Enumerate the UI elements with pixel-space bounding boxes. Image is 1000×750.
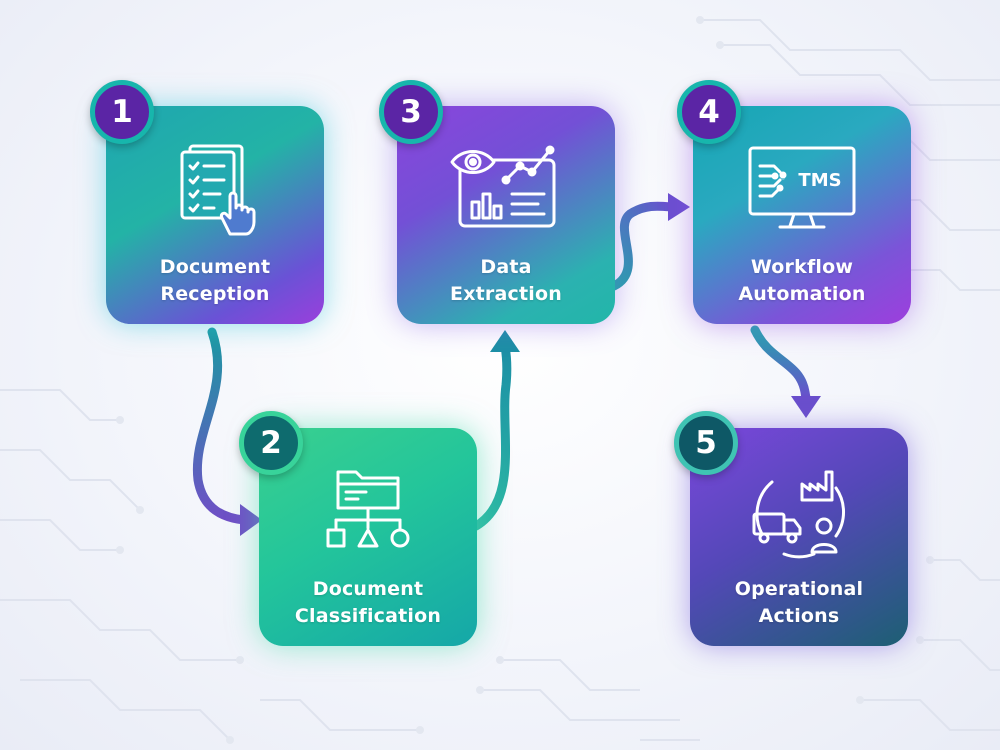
- step-5-title-line2: Actions: [758, 605, 840, 627]
- step-2-title-line1: Document: [312, 578, 424, 600]
- step-card-workflow-automation: TMS Workflow Automation: [693, 106, 911, 324]
- step-number-badge-1: 1: [90, 80, 154, 144]
- step-card-document-classification: Document Classification: [259, 428, 477, 646]
- step-number-badge-4: 4: [677, 80, 741, 144]
- arrow-1-to-2: [192, 327, 262, 536]
- step-2-title-line2: Classification: [294, 605, 442, 627]
- step-4-title-line1: Workflow: [750, 256, 854, 278]
- folder-hierarchy-icon: [320, 464, 416, 564]
- checklist-hand-icon: [160, 142, 270, 242]
- step-number-badge-2: 2: [239, 411, 303, 475]
- step-number-badge-3: 3: [379, 80, 443, 144]
- step-card-data-extraction: Data Extraction: [397, 106, 615, 324]
- step-3-title-line1: Data: [480, 256, 532, 278]
- step-1-title-line1: Document: [159, 256, 271, 278]
- truck-factory-person-icon: [744, 464, 854, 564]
- arrow-4-to-5: [750, 325, 821, 418]
- step-card-document-reception: Document Reception: [106, 106, 324, 324]
- arrow-2-to-3: [471, 330, 520, 531]
- step-4-title-line2: Automation: [738, 283, 866, 305]
- eye-analytics-icon: [446, 142, 566, 236]
- tms-monitor-text: TMS: [798, 170, 841, 191]
- tms-monitor-icon: TMS: [742, 142, 862, 238]
- arrow-3-to-4: [609, 193, 690, 291]
- step-number-badge-5: 5: [674, 411, 738, 475]
- step-5-title-line1: Operational: [734, 578, 864, 600]
- step-1-title-line2: Reception: [160, 283, 270, 305]
- step-3-title-line2: Extraction: [450, 283, 562, 305]
